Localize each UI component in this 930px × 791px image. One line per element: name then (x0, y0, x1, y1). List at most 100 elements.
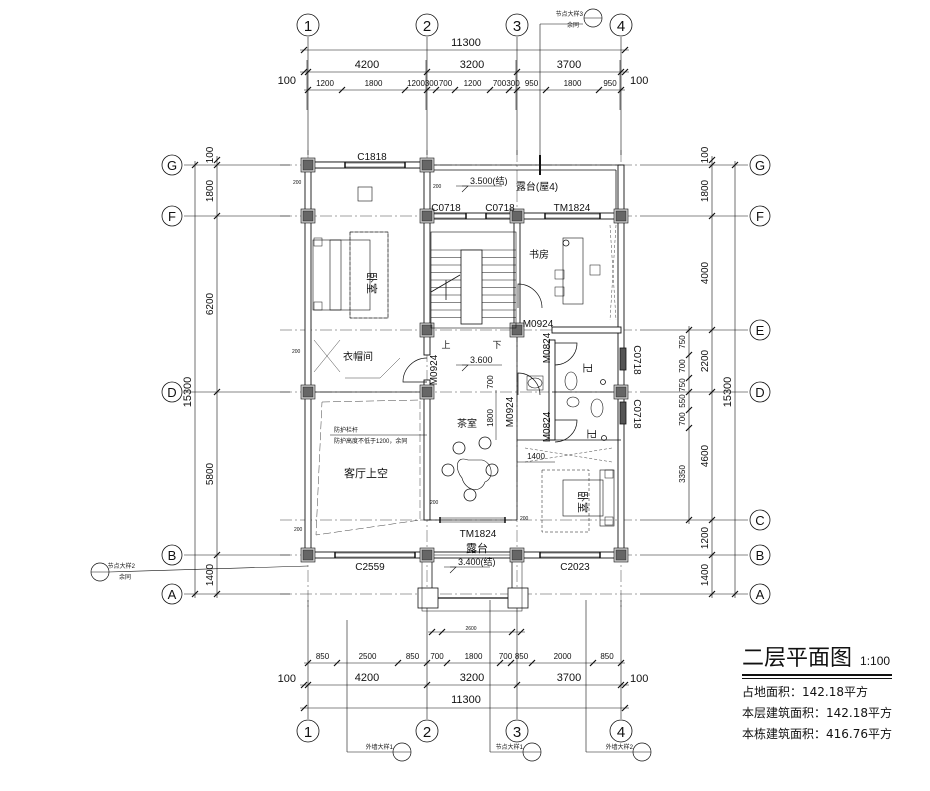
dim-top-detail: 1200 (316, 79, 334, 88)
axis-label-bottom: 3 (513, 724, 521, 741)
dim-tick (685, 326, 693, 334)
dim-tick (338, 86, 346, 94)
dim-edge: 100 (630, 673, 648, 685)
axis-bubble-top (296, 13, 320, 37)
callout-leader (108, 565, 309, 573)
dim-tick (213, 388, 221, 396)
room-label-porch: 露台 (466, 541, 488, 555)
axis-bubble-right (749, 381, 771, 403)
column (421, 210, 433, 222)
dim-top-detail: 700 (493, 79, 507, 88)
nightstand (313, 237, 323, 247)
axis-bubble-top (609, 13, 633, 37)
dim-tick (213, 551, 221, 559)
axis-bubble-bottom (415, 719, 439, 743)
porch-column (507, 587, 529, 609)
axis-label-top: 3 (513, 18, 521, 35)
dim-right: 1800 (700, 179, 711, 202)
window-c0718-right (619, 401, 627, 425)
opening-tm1824: TM1824 (460, 529, 497, 540)
dim-top-bay: 4200 (355, 59, 379, 71)
room-label-bath1: 卫 (581, 363, 592, 373)
dim-bottom-bay: 4200 (355, 672, 379, 684)
wardrobe-study (609, 224, 617, 321)
column (511, 549, 523, 561)
dim-left: 5800 (205, 462, 216, 485)
porch-column (417, 587, 439, 609)
dim-tick (213, 156, 221, 164)
dim-right-inner: 550 (678, 394, 687, 408)
opening-c0718: C0718 (431, 203, 461, 214)
axis-bubble-bottom (609, 719, 633, 743)
column (302, 549, 314, 561)
axis-label-right: D (755, 385, 764, 400)
axis-label-left: A (168, 587, 177, 602)
column (302, 210, 314, 222)
dim-tick (621, 68, 629, 76)
dim-tick (589, 659, 597, 667)
dim-bottom-total: 11300 (451, 694, 481, 706)
dim-tick (731, 161, 739, 169)
dim-edge: 100 (630, 75, 648, 87)
note-guardrail: 防护栏杆 (334, 426, 358, 434)
dim-tick (213, 590, 221, 598)
bed-bedroom2 (562, 479, 604, 517)
column (615, 549, 627, 561)
tea-stool (452, 441, 466, 455)
axis-label-right: G (755, 158, 765, 173)
axis-bubble-right (749, 509, 771, 531)
bed-headboard (312, 239, 342, 311)
dim-tick (401, 86, 409, 94)
dim-tick (304, 68, 312, 76)
dim-bottom-detail: 850 (515, 652, 529, 661)
dim-tick (300, 68, 308, 76)
small-dim: 200 (293, 180, 302, 186)
dim-tick (685, 388, 693, 396)
dim-right-total: 15300 (722, 377, 734, 408)
nightstand (604, 469, 614, 479)
column (511, 324, 523, 336)
tea-stool (485, 463, 499, 477)
dim-top-detail: 1800 (365, 79, 383, 88)
dim-right-inner: 3350 (678, 465, 687, 483)
dim-top-bay: 3200 (460, 59, 484, 71)
wall-axis2-lower (423, 379, 431, 521)
axis-bubble-top (505, 13, 529, 37)
axis-bubble-bottom (505, 719, 529, 743)
dim-right-inner: 750 (678, 378, 687, 392)
elevation-mark (456, 364, 469, 372)
floor-drain (600, 379, 606, 385)
column (615, 386, 627, 398)
rug-dashed (349, 231, 389, 319)
dim-right: 1200 (700, 526, 711, 549)
column (302, 386, 314, 398)
dim-tick (394, 659, 402, 667)
dim-top-detail: 300 (506, 79, 520, 88)
axis-label-right: C (755, 513, 764, 528)
dim-tick (617, 86, 625, 94)
tea-stool (441, 463, 455, 477)
column (302, 159, 314, 171)
window-c0718-right (619, 347, 627, 371)
dim-tick (513, 68, 521, 76)
dim-tick (617, 681, 625, 689)
door-m0924-tea (517, 372, 541, 396)
chair (554, 269, 565, 280)
dim-right-inner: 700 (678, 412, 687, 426)
tea-stool (463, 488, 477, 502)
dim-tick (423, 659, 431, 667)
axis-label-left: D (167, 385, 176, 400)
dim-bottom-detail: 1800 (465, 652, 483, 661)
small-dim: 200 (520, 516, 529, 522)
dim-tick (423, 68, 431, 76)
small-dim: 200 (433, 184, 442, 190)
axis-label-bottom: 1 (304, 724, 312, 741)
dim-tick (617, 659, 625, 667)
dim-tick (708, 388, 716, 396)
dim-tick (428, 628, 436, 636)
dim-tick (708, 156, 716, 164)
dim-tick (191, 161, 199, 169)
axis-bubble-right (749, 205, 771, 227)
axis-label-left: F (168, 209, 176, 224)
elevation-label: 3.600 (470, 355, 493, 365)
